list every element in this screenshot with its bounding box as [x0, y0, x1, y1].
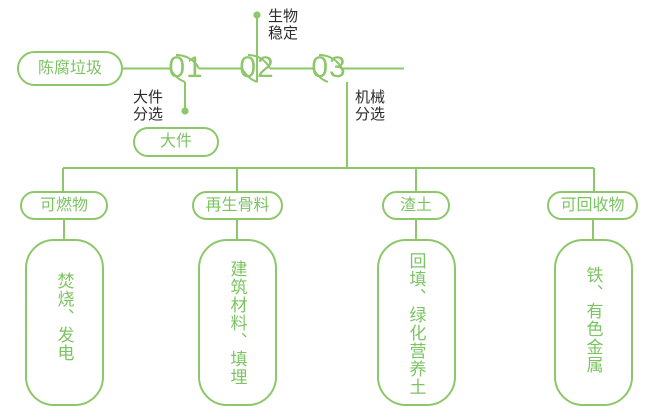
- category-detail-text-1[interactable]: 焚烧、发电: [54, 272, 74, 362]
- stage-number-01[interactable]: 01: [168, 51, 204, 84]
- category-detail-text-4[interactable]: 铁、有色金属: [583, 266, 603, 374]
- category-pill-label-1[interactable]: 可燃物: [39, 196, 89, 214]
- category-pill-label-4[interactable]: 可回收物: [560, 196, 625, 214]
- stage-caption-01: 大件 分选: [133, 89, 164, 123]
- detail-box-shape-4: [554, 239, 633, 406]
- stage-number-02[interactable]: 02: [239, 51, 275, 84]
- detail-box-shape-1: [25, 239, 104, 406]
- stage-caption-02: 生物 稳定: [268, 8, 299, 42]
- category-detail-text-3[interactable]: 回填、绿化营养土: [406, 252, 426, 396]
- bracket-02-lower: [241, 67, 258, 83]
- bracket-02-upper: [247, 54, 271, 69]
- bracket-01-upper: [175, 54, 200, 70]
- detail-box-shape-2: [198, 239, 277, 406]
- category-pill-label-2[interactable]: 再生骨料: [205, 196, 270, 214]
- dot-marker-bulky: [181, 107, 189, 115]
- detail-box-shape-3: [377, 239, 456, 406]
- bracket-03-upper: [318, 54, 343, 70]
- start-node-label[interactable]: 陈腐垃圾: [37, 59, 103, 77]
- bracket-01-lower: [169, 67, 186, 83]
- category-detail-text-2[interactable]: 建筑材料、填埋: [227, 260, 247, 386]
- stage-caption-03: 机械 分选: [355, 89, 386, 123]
- bulky-node-pill-shape: [133, 127, 219, 157]
- dot-marker-bio: [253, 11, 261, 19]
- bracket-03-lower: [312, 67, 329, 83]
- category-pill-label-3[interactable]: 渣土: [399, 196, 433, 214]
- bulky-node-label[interactable]: 大件: [159, 133, 193, 150]
- stage-number-03[interactable]: 03: [311, 51, 347, 84]
